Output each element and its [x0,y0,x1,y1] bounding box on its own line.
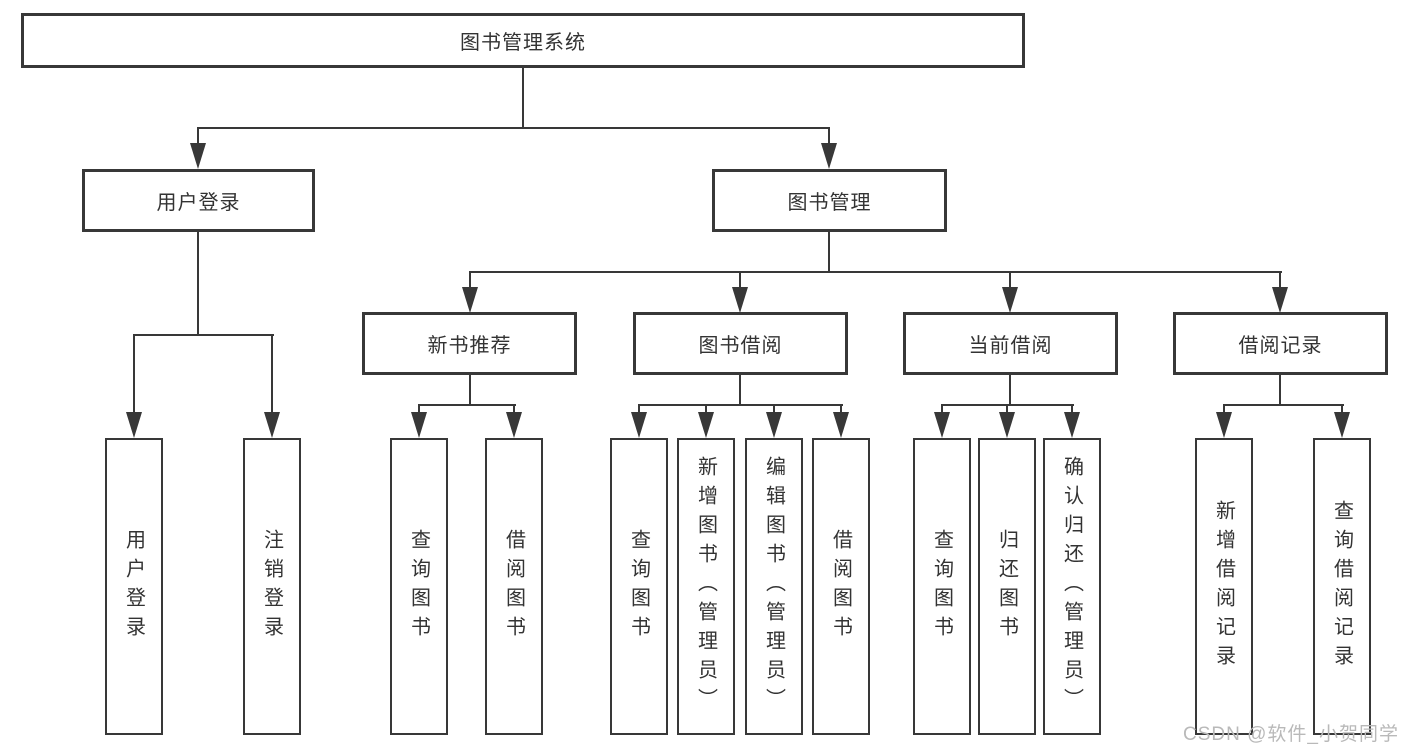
connector-book-mgmt-drop [828,128,830,144]
arrow-current [1002,287,1018,313]
arrow-leaf [1064,412,1080,438]
leaf-borrow-books-borrowing-label: 借阅图书 [829,528,852,645]
connector-leaf-drop [941,405,943,413]
connector-leaf-logout-drop [271,335,273,413]
connector-level2-bar [197,127,830,129]
connector-current-stem [1009,375,1011,405]
node-borrowing-records-label: 借阅记录 [1238,335,1323,357]
arrow-borrowing [732,287,748,313]
leaf-add-book-admin-label: 新增图书（管理员） [694,456,717,717]
connector-level3-bar [469,271,1282,273]
arrow-leaf [766,412,782,438]
arrow-leaf [411,412,427,438]
arrow-leaf [1216,412,1232,438]
leaf-confirm-return-admin-label: 确认归还（管理员） [1060,456,1083,717]
watermark: CSDN @软件_小贺同学 [1183,724,1399,745]
connector-leaf-drop [1223,405,1225,413]
node-book-management: 图书管理 [712,169,947,232]
node-current-borrowing-label: 当前借阅 [968,335,1053,357]
leaf-add-book-admin: 新增图书（管理员） [677,438,735,735]
arrow-records [1272,287,1288,313]
node-book-borrowing: 图书借阅 [633,312,848,375]
connector-leaf-drop [705,405,707,413]
connector-borrowing-bar [638,404,843,406]
leaf-return-book-label: 归还图书 [995,528,1018,645]
connector-leaf-drop [418,405,420,413]
arrow-leaf [833,412,849,438]
connector-leaf-drop [773,405,775,413]
connector-borrowing-stem [739,375,741,405]
leaf-query-books-recommend-label: 查询图书 [407,528,430,645]
connector-current-drop [1009,272,1011,288]
leaf-user-login-label: 用户登录 [122,528,145,645]
connector-leaf-drop [840,405,842,413]
connector-leaf-drop [1071,405,1073,413]
connector-user-login-drop [197,128,199,144]
connector-book-mgmt-stem [828,232,830,272]
node-book-management-label: 图书管理 [787,192,872,214]
connector-user-login-stem [197,232,199,335]
leaf-query-borrow-record: 查询借阅记录 [1313,438,1371,735]
leaf-add-borrow-record: 新增借阅记录 [1195,438,1253,735]
node-borrowing-records: 借阅记录 [1173,312,1388,375]
arrow-book-mgmt [821,143,837,169]
node-new-book-recommend-label: 新书推荐 [427,335,512,357]
connector-recommend-drop [469,272,471,288]
arrow-leaf [506,412,522,438]
leaf-logout: 注销登录 [243,438,301,735]
connector-leaf-drop [513,405,515,413]
leaf-edit-book-admin-label: 编辑图书（管理员） [762,456,785,717]
arrow-leaf [934,412,950,438]
leaf-query-books-recommend: 查询图书 [390,438,448,735]
arrow-recommend [462,287,478,313]
connector-recommend-bar [418,404,516,406]
arrow-leaf [999,412,1015,438]
arrow-leaf [1334,412,1350,438]
leaf-return-book: 归还图书 [978,438,1036,735]
leaf-borrow-books-borrowing: 借阅图书 [812,438,870,735]
leaf-query-books-borrowing-label: 查询图书 [627,528,650,645]
connector-leaf-drop [1341,405,1343,413]
arrow-user-login [190,143,206,169]
node-library-system: 图书管理系统 [21,13,1025,68]
connector-records-drop [1279,272,1281,288]
node-current-borrowing: 当前借阅 [903,312,1118,375]
connector-recommend-stem [469,375,471,405]
leaf-query-books-current-label: 查询图书 [930,528,953,645]
connector-leaf-drop [1006,405,1008,413]
connector-leaf-login-drop [133,335,135,413]
arrow-leaf-logout [264,412,280,438]
leaf-edit-book-admin: 编辑图书（管理员） [745,438,803,735]
arrow-leaf-login [126,412,142,438]
leaf-logout-label: 注销登录 [260,528,283,645]
node-user-login: 用户登录 [82,169,315,232]
leaf-borrow-books-recommend: 借阅图书 [485,438,543,735]
node-library-system-label: 图书管理系统 [460,32,586,54]
arrow-leaf [631,412,647,438]
leaf-borrow-books-recommend-label: 借阅图书 [502,528,525,645]
leaf-query-books-borrowing: 查询图书 [610,438,668,735]
connector-user-login-bar [133,334,274,336]
arrow-leaf [698,412,714,438]
connector-leaf-drop [638,405,640,413]
connector-borrowing-drop [739,272,741,288]
leaf-query-books-current: 查询图书 [913,438,971,735]
node-new-book-recommend: 新书推荐 [362,312,577,375]
leaf-confirm-return-admin: 确认归还（管理员） [1043,438,1101,735]
connector-root-stem [522,68,524,128]
leaf-add-borrow-record-label: 新增借阅记录 [1212,499,1235,674]
connector-records-bar [1223,404,1344,406]
leaf-query-borrow-record-label: 查询借阅记录 [1330,499,1353,674]
node-book-borrowing-label: 图书借阅 [698,335,783,357]
node-user-login-label: 用户登录 [156,192,241,214]
connector-records-stem [1279,375,1281,405]
leaf-user-login: 用户登录 [105,438,163,735]
